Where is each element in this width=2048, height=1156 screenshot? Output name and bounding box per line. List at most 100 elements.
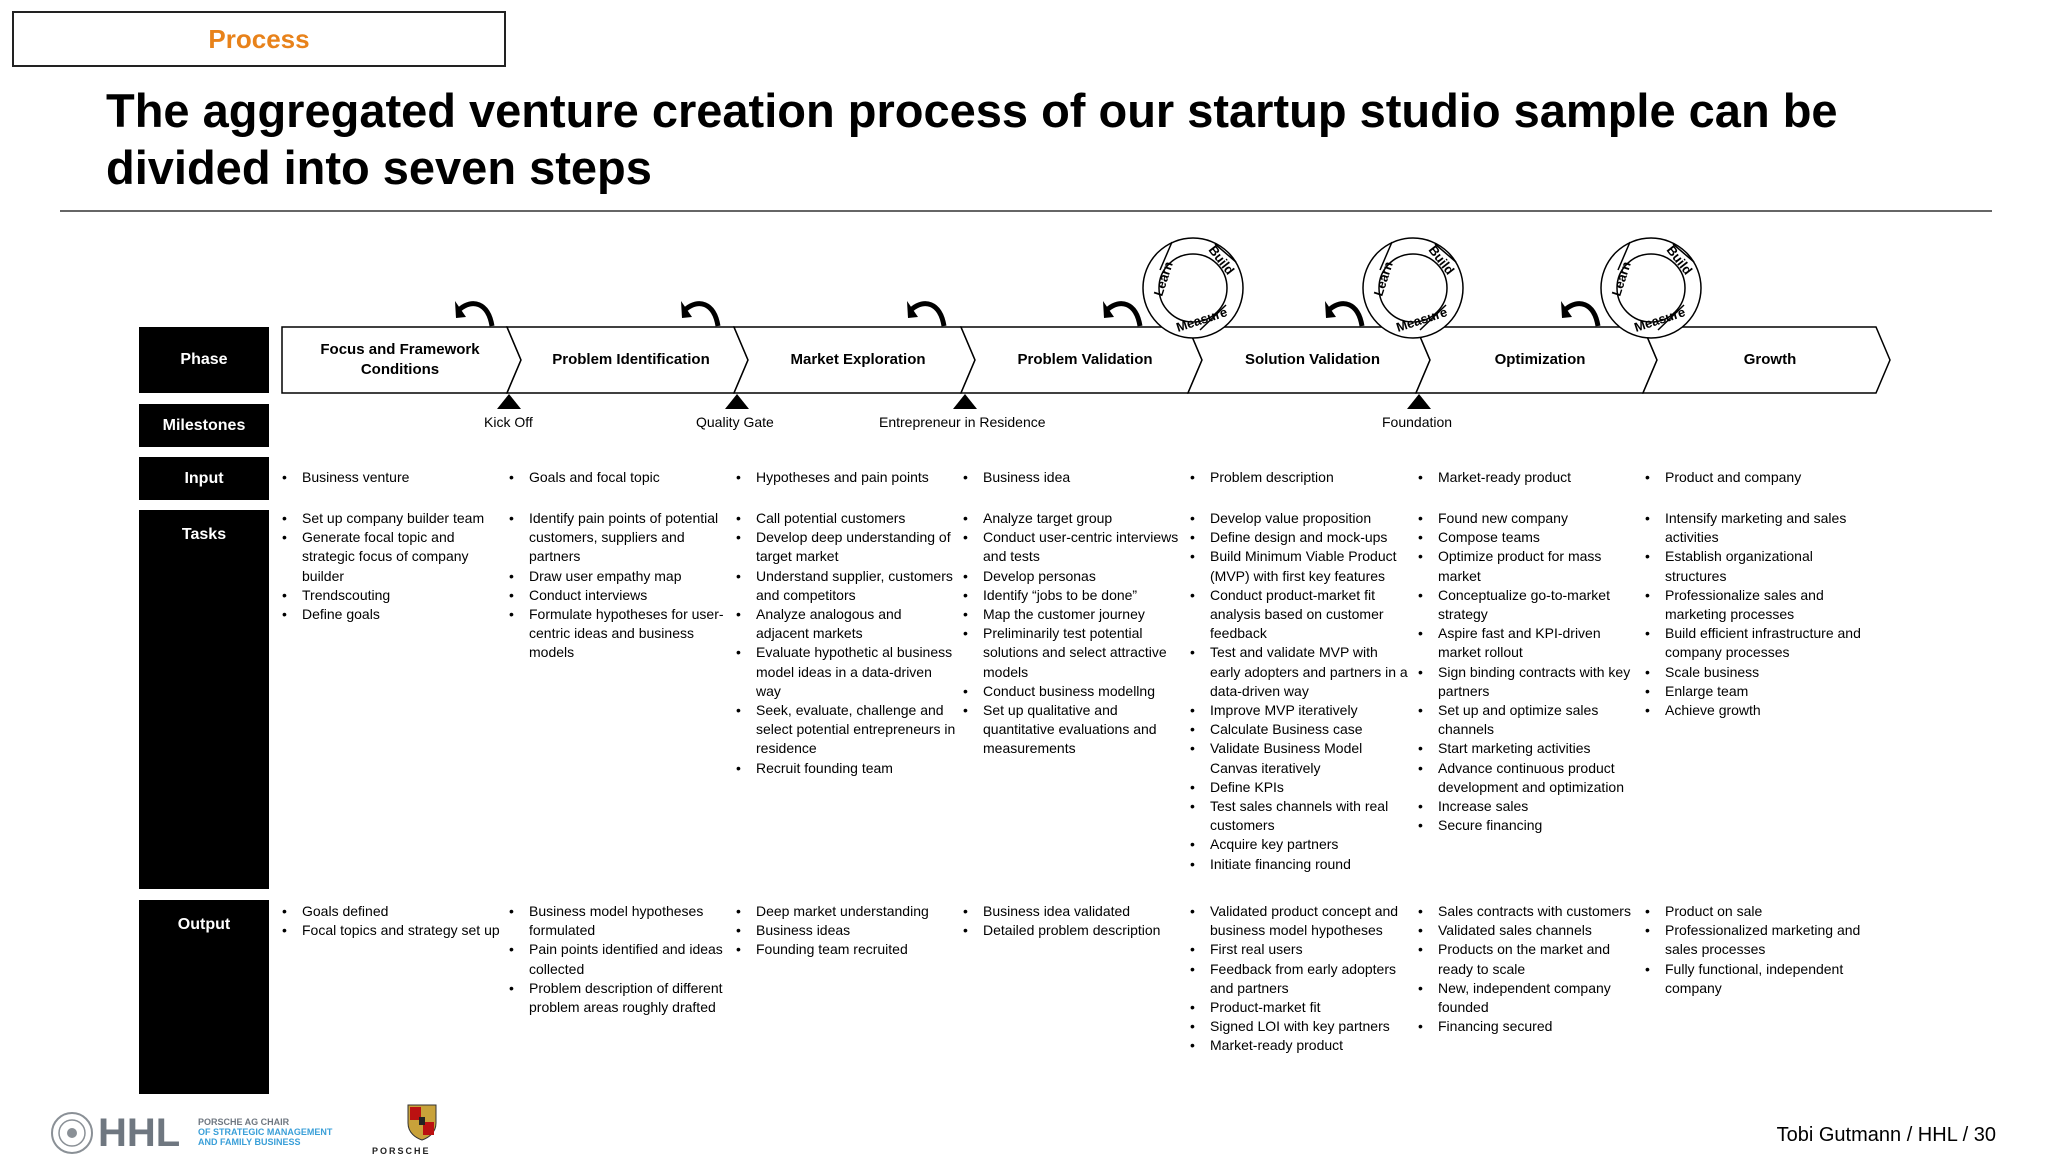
tasks-item: Initiate financing round	[1190, 855, 1412, 874]
bml-loop-2	[1362, 237, 1464, 339]
input-list: Business venture	[282, 468, 500, 487]
row-label-input: Input	[139, 457, 269, 500]
tasks-item: Set up company builder team	[282, 509, 500, 528]
milestone-kickoff: Kick Off	[484, 414, 533, 430]
input-list: Business idea	[963, 468, 1185, 487]
curved-arrow-3	[910, 301, 947, 327]
chair-line1: PORSCHE AG CHAIR	[198, 1117, 290, 1127]
phase-4-output: Business idea validatedDetailed problem …	[963, 902, 1185, 941]
tasks-list: Set up company builder teamGenerate foca…	[282, 509, 500, 624]
output-list: Business idea validatedDetailed problem …	[963, 902, 1185, 941]
output-list: Deep market understandingBusiness ideasF…	[736, 902, 958, 960]
curved-arrow-2	[684, 301, 721, 327]
phase-7-output: Product on saleProfessionalized marketin…	[1645, 902, 1867, 998]
tasks-item: Conduct business modellng	[963, 682, 1185, 701]
input-item: Product and company	[1645, 468, 1867, 487]
tasks-item: Improve MVP iteratively	[1190, 701, 1412, 720]
hhl-seal-logo	[51, 1112, 93, 1154]
tasks-item: Conduct product-market fit analysis base…	[1190, 586, 1412, 644]
output-list: Sales contracts with customersValidated …	[1418, 902, 1640, 1037]
tasks-item: Call potential customers	[736, 509, 958, 528]
tasks-list: Call potential customersDevelop deep und…	[736, 509, 958, 778]
tasks-item: Seek, evaluate, challenge and select pot…	[736, 701, 958, 759]
page-title-line1: The aggregated venture creation process …	[106, 84, 1838, 137]
tasks-item: Calculate Business case	[1190, 720, 1412, 739]
input-list: Market-ready product	[1418, 468, 1640, 487]
curved-arrow-5	[1328, 301, 1365, 327]
tasks-item: Set up and optimize sales channels	[1418, 701, 1640, 739]
phase-7-name: Growth	[1743, 351, 1797, 368]
phase-7: Growth	[1657, 327, 1883, 393]
tasks-item: Enlarge team	[1645, 682, 1867, 701]
phase-1-output: Goals definedFocal topics and strategy s…	[282, 902, 500, 941]
tasks-item: Acquire key partners	[1190, 835, 1412, 854]
output-item: Deep market understanding	[736, 902, 958, 921]
output-item: New, independent company founded	[1418, 979, 1640, 1017]
tasks-item: Professionalize sales and marketing proc…	[1645, 586, 1867, 624]
output-item: Professionalized marketing and sales pro…	[1645, 921, 1867, 959]
tasks-item: Test and validate MVP with early adopter…	[1190, 643, 1412, 701]
input-item: Business idea	[963, 468, 1185, 487]
chair-line2: OF STRATEGIC MANAGEMENT	[198, 1127, 333, 1137]
tasks-item: Secure financing	[1418, 816, 1640, 835]
hhl-logo-text: HHL	[98, 1111, 181, 1155]
tasks-item: Achieve growth	[1645, 701, 1867, 720]
output-list: Goals definedFocal topics and strategy s…	[282, 902, 500, 941]
input-list: Problem description	[1190, 468, 1412, 487]
tasks-list: Intensify marketing and sales activities…	[1645, 509, 1867, 720]
tasks-item: Preliminarily test potential solutions a…	[963, 624, 1185, 682]
output-item: Signed LOI with key partners	[1190, 1017, 1412, 1036]
tasks-item: Conduct interviews	[509, 586, 731, 605]
tasks-item: Build efficient infrastructure and compa…	[1645, 624, 1867, 662]
output-item: Detailed problem description	[963, 921, 1185, 940]
tasks-item: Scale business	[1645, 663, 1867, 682]
bml-loop-3	[1600, 237, 1702, 339]
tasks-item: Define design and mock-ups	[1190, 528, 1412, 547]
output-list: Product on saleProfessionalized marketin…	[1645, 902, 1867, 998]
porsche-wordmark: PORSCHE	[372, 1146, 431, 1156]
phase-5: Solution Validation	[1202, 327, 1423, 393]
milestone-eir: Entrepreneur in Residence	[879, 414, 1046, 430]
tasks-item: Define KPIs	[1190, 778, 1412, 797]
section-tag: Process	[12, 11, 506, 67]
tasks-item: Trendscouting	[282, 586, 500, 605]
input-list: Hypotheses and pain points	[736, 468, 958, 487]
milestone-triangle-foundation	[1407, 394, 1431, 409]
page-title: The aggregated venture creation process …	[106, 82, 1986, 196]
tasks-item: Identify pain points of potential custom…	[509, 509, 731, 567]
tasks-item: Analyze target group	[963, 509, 1185, 528]
tasks-item: Validate Business Model Canvas iterative…	[1190, 739, 1412, 777]
tasks-list: Found new companyCompose teamsOptimize p…	[1418, 509, 1640, 836]
milestone-triangle-kickoff	[497, 394, 521, 409]
output-list: Validated product concept and business m…	[1190, 902, 1412, 1056]
tasks-item: Analyze analogous and adjacent markets	[736, 605, 958, 643]
tasks-item: Found new company	[1418, 509, 1640, 528]
milestone-quality-gate: Quality Gate	[696, 414, 774, 430]
tasks-item: Conduct user-centric interviews and test…	[963, 528, 1185, 566]
curved-arrow-6	[1564, 301, 1601, 327]
tasks-item: Evaluate hypothetic al business model id…	[736, 643, 958, 701]
slide-credit: Tobi Gutmann / HHL / 30	[1776, 1124, 1996, 1146]
output-item: Product-market fit	[1190, 998, 1412, 1017]
tasks-item: Develop deep understanding of target mar…	[736, 528, 958, 566]
phase-4-tasks: Analyze target groupConduct user-centric…	[963, 509, 1185, 759]
phase-5-name: Solution Validation	[1245, 351, 1380, 368]
curved-arrow-1-head	[455, 301, 466, 318]
phase-5-tasks: Develop value propositionDefine design a…	[1190, 509, 1412, 874]
tasks-item: Map the customer journey	[963, 605, 1185, 624]
tasks-item: Generate focal topic and strategic focus…	[282, 528, 500, 586]
tasks-item: Develop personas	[963, 567, 1185, 586]
phase-3-tasks: Call potential customersDevelop deep und…	[736, 509, 958, 778]
curved-arrow-5-head	[1325, 301, 1336, 318]
phase-2-tasks: Identify pain points of potential custom…	[509, 509, 731, 663]
curved-arrow-2-head	[681, 301, 692, 318]
tasks-item: Develop value proposition	[1190, 509, 1412, 528]
tasks-list: Develop value propositionDefine design a…	[1190, 509, 1412, 874]
tasks-item: Define goals	[282, 605, 500, 624]
tasks-item: Identify “jobs to be done”	[963, 586, 1185, 605]
curved-arrow-4-head	[1103, 301, 1114, 318]
phase-2-name: Problem Identification	[552, 351, 710, 368]
tasks-item: Start marketing activities	[1418, 739, 1640, 758]
